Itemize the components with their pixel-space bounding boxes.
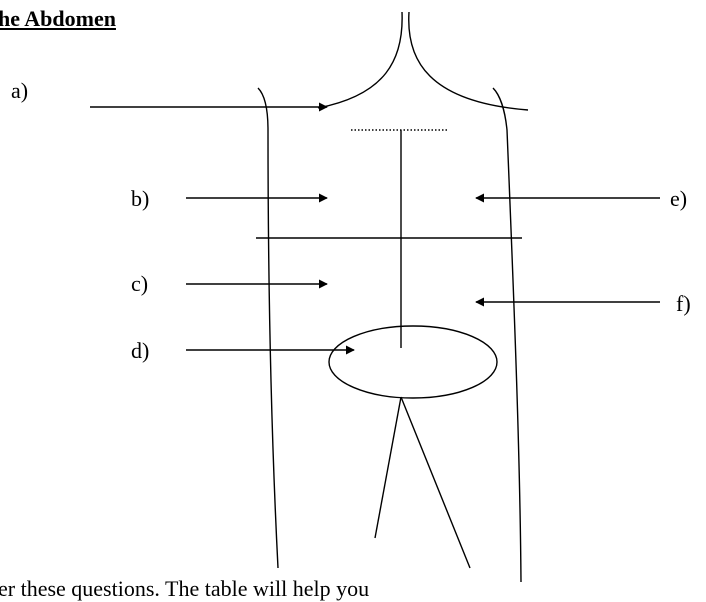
right-body-outline [492,87,522,583]
right-leg-line [400,396,471,569]
page-title: he Abdomen [0,6,116,31]
lower-ellipse [328,325,498,399]
label-b: b) [131,186,150,211]
left-chest-curve [317,11,403,109]
right-chest-curve [408,11,529,111]
label-d: d) [131,338,150,363]
label-f: f) [676,291,691,316]
left-leg-line [374,396,402,539]
label-e: e) [670,186,688,211]
footer-text: er these questions. The table will help … [0,576,370,601]
label-c: c) [131,271,149,296]
label-a: a) [11,78,29,103]
left-body-outline [257,87,279,569]
